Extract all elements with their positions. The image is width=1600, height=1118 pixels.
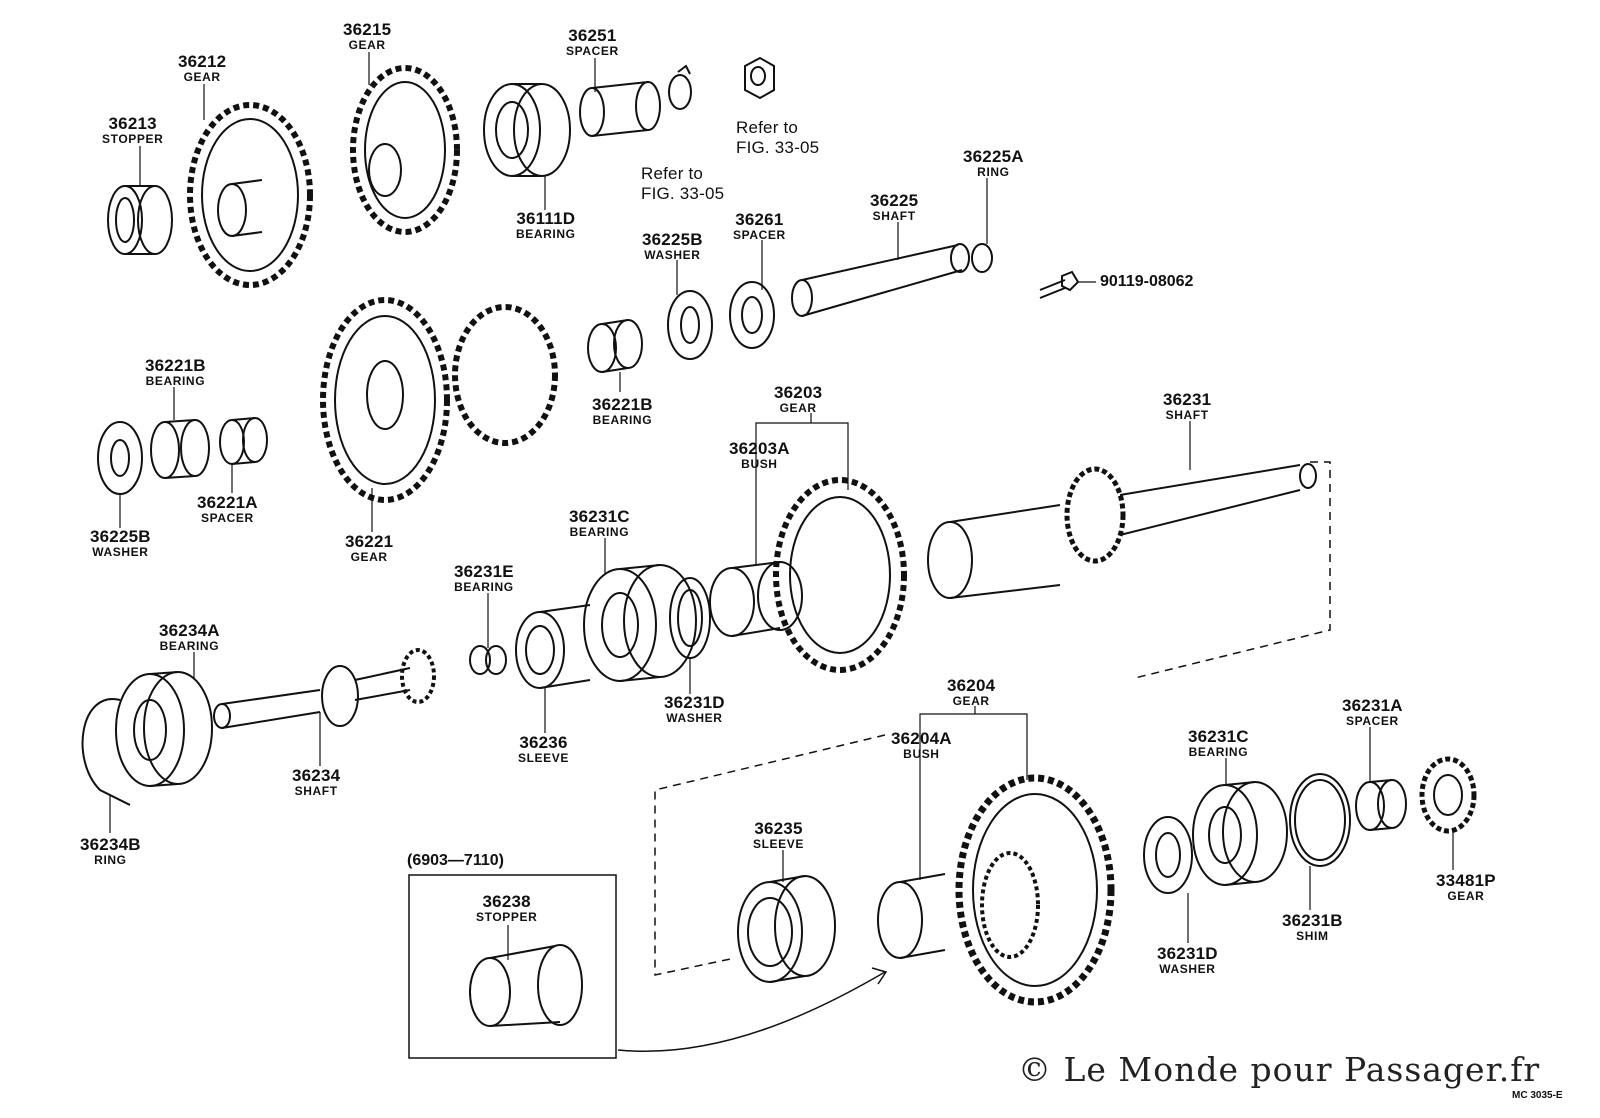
shaft-36231 bbox=[927, 463, 1317, 599]
gear-36221 bbox=[320, 297, 558, 503]
bolt-90119 bbox=[1039, 270, 1080, 299]
bearing-36231E bbox=[469, 645, 507, 675]
bush-36203A bbox=[709, 561, 803, 637]
label-90119-08062: 90119-08062 bbox=[1100, 273, 1194, 290]
ring-36234B bbox=[81, 698, 131, 806]
bush-36204A bbox=[877, 873, 946, 959]
bearing-36111D bbox=[483, 83, 571, 177]
sleeve-36236 bbox=[515, 604, 591, 689]
gear-36203 bbox=[773, 477, 907, 673]
dashed-link-left bbox=[654, 734, 886, 976]
washer-36225B-top bbox=[667, 290, 713, 360]
leader-lines bbox=[109, 52, 1454, 960]
spacer-36261 bbox=[729, 281, 775, 349]
shim-36231B bbox=[1289, 773, 1351, 867]
gear-36215 bbox=[350, 65, 460, 235]
shaft-36225 bbox=[791, 243, 970, 317]
bearing-36231C-bottom bbox=[1192, 781, 1288, 886]
washer-36225B-left bbox=[97, 421, 143, 495]
stopper-36238 bbox=[469, 944, 583, 1027]
spacer-36221A bbox=[219, 417, 268, 465]
ring-36225A bbox=[971, 243, 993, 273]
sleeve-36235 bbox=[737, 875, 836, 983]
gear-36204 bbox=[955, 774, 1115, 1006]
spacer-36231A bbox=[1355, 779, 1407, 831]
watermark: © Le Monde pour Passager.fr bbox=[1018, 1050, 1541, 1089]
washer-36231D-bottom bbox=[1143, 816, 1193, 894]
bearing-36234A bbox=[115, 671, 213, 787]
dashed-link-right bbox=[1134, 461, 1331, 679]
bearing-36231C-top bbox=[583, 564, 697, 682]
bearing-36221B-left bbox=[150, 419, 210, 479]
inset-arrow bbox=[617, 971, 886, 1052]
shaft-36234 bbox=[213, 648, 436, 729]
gear-36212 bbox=[187, 102, 313, 288]
spacer-36251 bbox=[579, 81, 661, 137]
inset-caption: (6903—7110) bbox=[407, 852, 504, 869]
gear-33481P bbox=[1419, 756, 1477, 834]
stopper-36213 bbox=[107, 185, 173, 255]
nut bbox=[744, 56, 775, 100]
lock-washer bbox=[668, 64, 692, 110]
figure-code: MC 3035-E bbox=[1512, 1090, 1563, 1101]
stopper-inset-box bbox=[408, 874, 617, 1059]
bearing-36221B-right bbox=[587, 319, 643, 373]
